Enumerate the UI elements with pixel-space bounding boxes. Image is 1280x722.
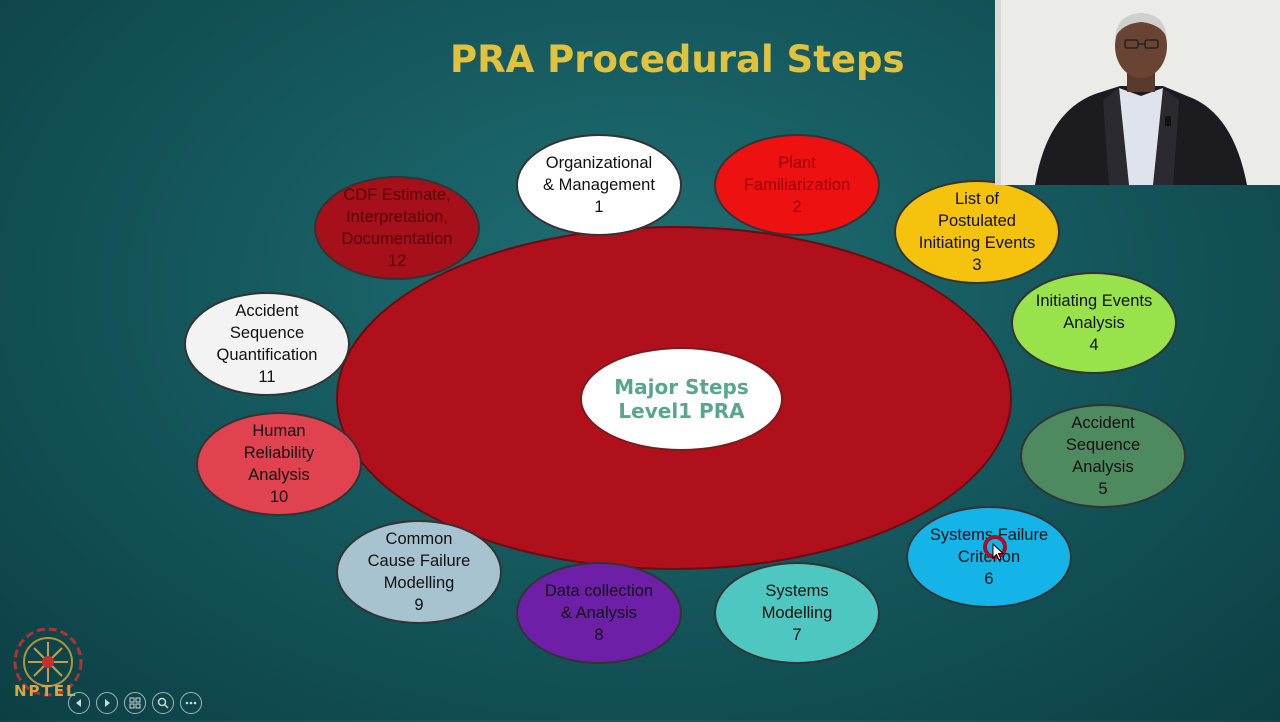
step-label-line: & Analysis <box>560 604 638 622</box>
step-12: CDF Estimate, Interpretation, Documentatio… <box>314 176 480 280</box>
nptel-logo: NPTEL <box>6 620 94 718</box>
step-label-line: Sequence <box>1065 436 1141 454</box>
step-label-line: Postulated <box>938 212 1016 230</box>
step-label-line: Documentation <box>341 230 453 248</box>
step-label-line: Human <box>252 422 306 440</box>
step-label-line: Plant <box>778 154 816 172</box>
step-label-line: CDF Estimate, <box>343 186 451 204</box>
step-label-line: Systems <box>765 582 829 600</box>
step-label-line: Cause Failure <box>367 552 471 570</box>
step-label-line: Interpretation, <box>346 208 448 226</box>
step-label-line: Quantification <box>216 346 318 364</box>
step-label-line: Reliability <box>243 444 315 462</box>
step-number: 10 <box>269 488 289 506</box>
zoom-icon <box>157 697 169 709</box>
next-slide-button[interactable] <box>96 692 118 714</box>
prev-icon <box>76 699 81 707</box>
mouse-pointer-icon <box>992 543 1004 561</box>
step-label-line: & Management <box>543 176 655 194</box>
step-number: 12 <box>387 252 407 270</box>
step-label-line: Initiating Events <box>1035 292 1153 310</box>
step-label-line: Data collection <box>544 582 654 600</box>
step-label-line: Analysis <box>248 466 310 484</box>
step-number: 6 <box>984 570 994 588</box>
step-label-line: Accident <box>1071 414 1135 432</box>
step-number: 5 <box>1098 480 1108 498</box>
step-label-line: Accident <box>235 302 299 320</box>
pointer-highlight-icon <box>983 535 1007 559</box>
step-label-line: Sequence <box>229 324 305 342</box>
step-label-line: Modelling <box>383 574 455 592</box>
step-number: 8 <box>594 626 604 644</box>
step-number: 3 <box>972 256 982 274</box>
next-icon <box>105 699 110 707</box>
center-label: Major Steps Level1 PRA <box>580 347 783 451</box>
step-1: Organizational & Management 1 <box>516 134 682 236</box>
step-label-line: Familiarization <box>743 176 851 194</box>
presenter-figure <box>995 0 1280 185</box>
presenter-video <box>995 0 1280 185</box>
zoom-button[interactable] <box>152 692 174 714</box>
slide-title: PRA Procedural Steps <box>450 38 905 81</box>
step-label-line: List of <box>954 190 1000 208</box>
step-label-line: Initiating Events <box>918 234 1036 252</box>
step-number: 9 <box>414 596 424 614</box>
nptel-emblem-icon <box>13 627 83 697</box>
step-number: 2 <box>792 198 802 216</box>
step-number: 11 <box>258 368 276 386</box>
prev-slide-button[interactable] <box>68 692 90 714</box>
step-label-line: Common <box>385 530 453 548</box>
slides-icon <box>129 697 141 709</box>
step-label-line: Organizational <box>545 154 653 172</box>
center-label-line2: Level1 PRA <box>618 399 745 423</box>
nptel-logo-text: NPTEL <box>14 682 78 700</box>
step-label-line: Systems Failure <box>929 526 1049 544</box>
step-label-line: Analysis <box>1072 458 1134 476</box>
presentation-toolbar <box>68 692 202 714</box>
step-label-line: Analysis <box>1063 314 1125 332</box>
step-number: 4 <box>1089 336 1099 354</box>
step-label-line: Modelling <box>761 604 833 622</box>
more-icon <box>185 701 197 705</box>
step-8: Data collection & Analysis 8 <box>516 562 682 664</box>
slides-overview-button[interactable] <box>124 692 146 714</box>
center-label-line1: Major Steps <box>614 375 749 399</box>
more-options-button[interactable] <box>180 692 202 714</box>
step-number: 7 <box>792 626 802 644</box>
step-number: 1 <box>594 198 604 216</box>
